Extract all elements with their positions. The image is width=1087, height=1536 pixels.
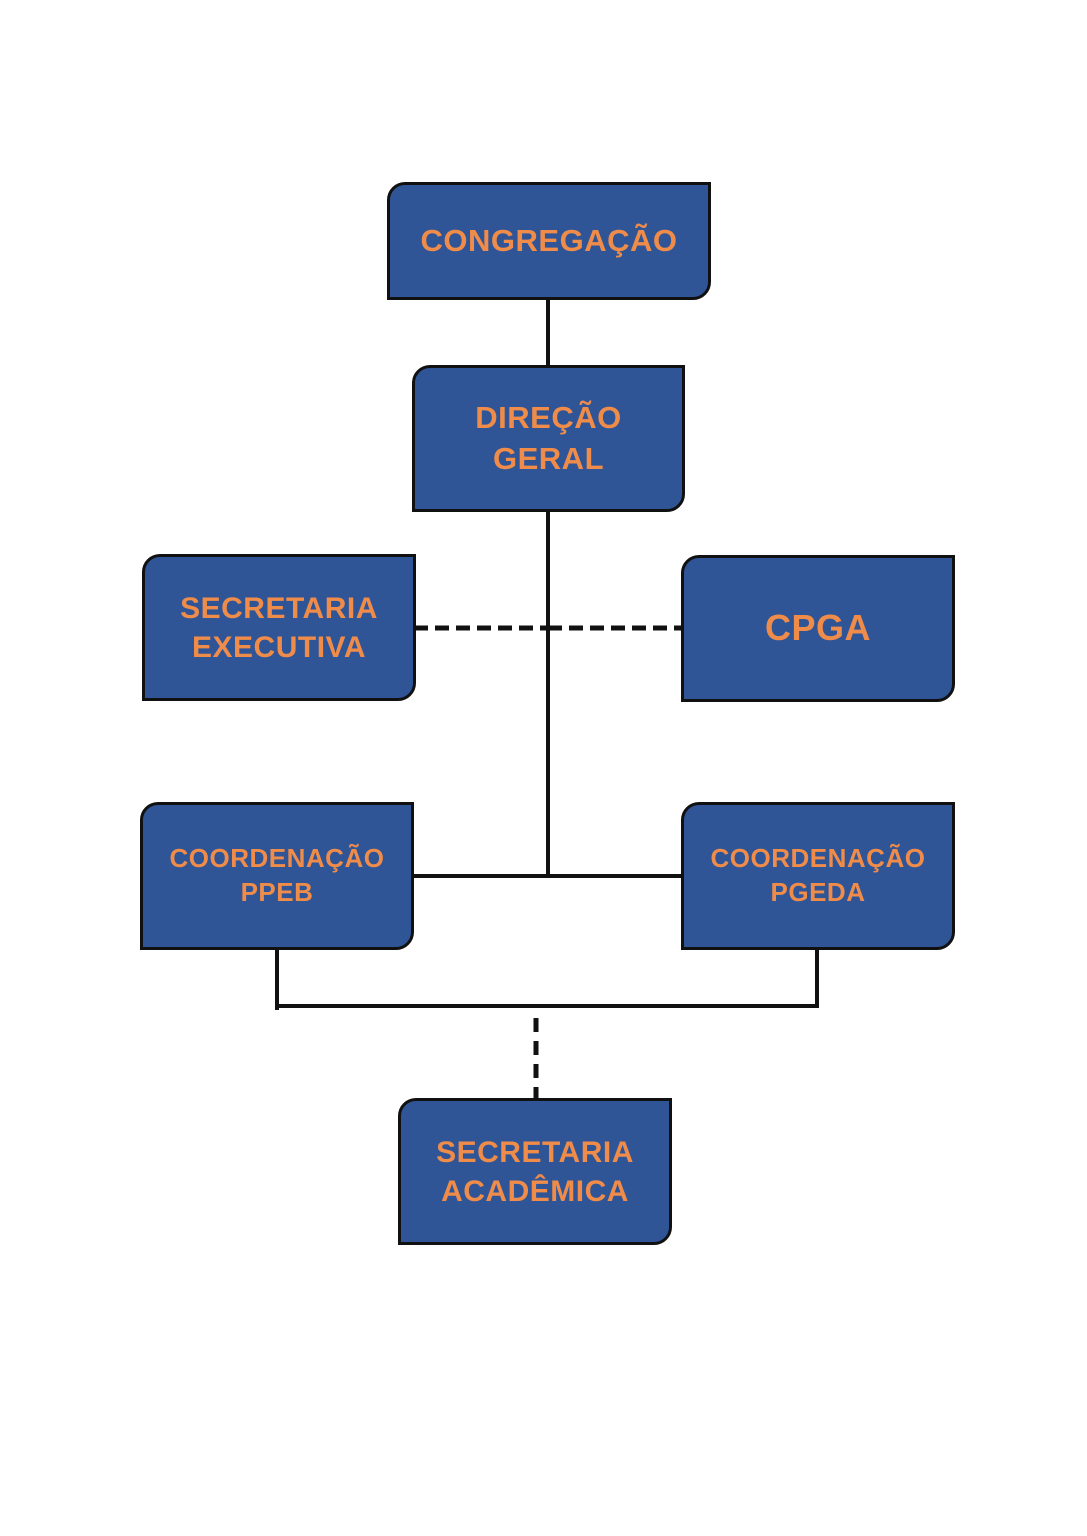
node-label: GERAL	[493, 440, 604, 476]
node-label: COORDENAÇÃO	[710, 843, 926, 874]
node-cpga: CPGA	[681, 555, 955, 702]
node-label: PPEB	[240, 877, 314, 907]
node-label: EXECUTIVA	[192, 630, 366, 664]
node-label: CONGREGAÇÃO	[420, 222, 678, 258]
node-label: SECRETARIA	[180, 591, 378, 625]
node-label: CPGA	[764, 607, 871, 649]
node-secretaria-academica: SECRETARIA ACADÊMICA	[398, 1098, 672, 1245]
node-congregacao: CONGREGAÇÃO	[387, 182, 711, 300]
node-label: DIREÇÃO	[475, 400, 622, 436]
node-direcao-geral: DIREÇÃO GERAL	[412, 365, 685, 512]
node-label: ACADÊMICA	[441, 1174, 629, 1208]
node-coordenacao-pgeda: COORDENAÇÃO PGEDA	[681, 802, 955, 950]
node-label: COORDENAÇÃO	[169, 843, 385, 874]
node-label: SECRETARIA	[436, 1135, 634, 1169]
node-coordenacao-ppeb: COORDENAÇÃO PPEB	[140, 802, 414, 950]
node-label: PGEDA	[770, 877, 866, 907]
node-secretaria-executiva: SECRETARIA EXECUTIVA	[142, 554, 416, 701]
